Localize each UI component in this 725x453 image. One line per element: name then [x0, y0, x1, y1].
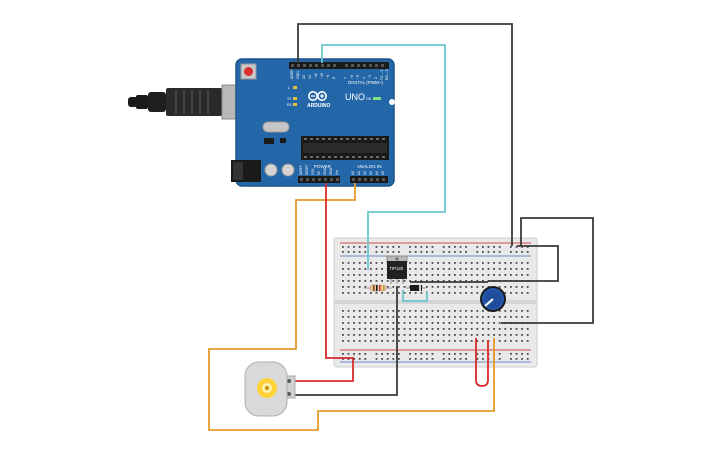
analog-pin-a3: A3 — [369, 171, 373, 175]
wire-teal-signal[interactable] — [321, 44, 446, 270]
digital-pin-12: 12 — [308, 75, 312, 79]
capacitor-1 — [264, 163, 278, 177]
power-pin-gnd-2: GND — [329, 167, 333, 175]
breadboard[interactable] — [333, 237, 538, 368]
digital-pin-9: ~9 — [326, 75, 330, 79]
analog-pin-a5: A5 — [381, 171, 385, 175]
digital-pin-5: ~5 — [356, 75, 360, 79]
digital-pin-2: 2 — [374, 77, 378, 79]
center-channel — [334, 300, 537, 304]
power-header-label: POWER — [314, 164, 332, 169]
power-pin-reset: RESET — [305, 164, 309, 175]
wire-black-pot-loop[interactable] — [488, 245, 559, 282]
digital-pin-0: RX←0 — [385, 69, 389, 80]
wire-red-jumper[interactable] — [475, 338, 489, 387]
analog-pin-a4: A4 — [375, 171, 379, 175]
power-pin-ioref: IOREF — [299, 165, 303, 175]
transistor-tip120[interactable]: TIP120 — [386, 255, 408, 284]
digital-pin-gnd: GND — [296, 71, 300, 79]
digital-pin-10: ~10 — [320, 73, 324, 79]
digital-pin-7: 7 — [344, 77, 348, 79]
wire-red-5v[interactable] — [295, 183, 354, 382]
resistor-icon[interactable] — [364, 284, 392, 292]
power-pin-5v: 5V — [317, 170, 321, 175]
power-pin-gnd-1: GND — [323, 167, 327, 175]
led-rx — [293, 103, 297, 106]
arduino-logo-icon — [307, 91, 327, 102]
wire-black-rail-loop[interactable] — [501, 217, 594, 324]
digital-header-label: DIGITAL (PWM~) — [348, 80, 383, 85]
usb-cable-icon[interactable] — [128, 84, 255, 120]
analog-pin-a1: A1 — [357, 171, 361, 175]
digital-pin-11: ~11 — [314, 73, 318, 79]
transistor-label: TIP120 — [390, 266, 404, 271]
digital-pin-4: 4 — [362, 77, 366, 79]
potentiometer-knob-icon[interactable] — [480, 286, 506, 312]
analog-pin-a2: A2 — [363, 171, 367, 175]
crystal — [262, 121, 290, 133]
wire-black-motor[interactable] — [295, 286, 398, 396]
digital-pin-3: ~3 — [368, 75, 372, 79]
reset-button-icon[interactable] — [240, 63, 257, 80]
digital-header — [289, 62, 389, 69]
led-on — [373, 97, 381, 100]
dc-motor-icon[interactable] — [244, 361, 296, 417]
digital-pin-13: 13 — [302, 75, 306, 79]
led-tx — [293, 97, 297, 100]
analog-header — [350, 176, 388, 183]
capacitor-2 — [281, 163, 295, 177]
diode-icon[interactable] — [406, 285, 426, 291]
board-model-label: UNO — [345, 92, 365, 102]
power-pin-3v3: 3.3V — [311, 168, 315, 175]
wire-black-gnd-top[interactable] — [297, 23, 513, 246]
wire-teal-jumper[interactable] — [402, 290, 428, 302]
led-l-label: L — [288, 86, 290, 90]
breadboard-holes — [342, 246, 529, 360]
board-brand-label: ARDUINO — [307, 103, 330, 109]
arduino-uno-board[interactable]: AREF GND 13 12 ~11 ~10 ~9 8 7 ~6 ~5 4 ~3… — [231, 58, 395, 187]
digital-pin-6: ~6 — [350, 75, 354, 79]
digital-pin-8: 8 — [332, 77, 336, 79]
analog-pin-a0: A0 — [351, 171, 355, 175]
digital-pin-aref: AREF — [290, 69, 294, 79]
digital-pin-1: TX→1 — [380, 70, 384, 80]
led-tx-label: TX — [287, 97, 292, 101]
led-on-label: ON — [366, 97, 372, 101]
power-pin-vin: Vin — [335, 170, 339, 175]
analog-header-label: ANALOG IN — [357, 164, 382, 169]
led-l — [293, 86, 297, 89]
led-rx-label: RX — [287, 103, 293, 107]
